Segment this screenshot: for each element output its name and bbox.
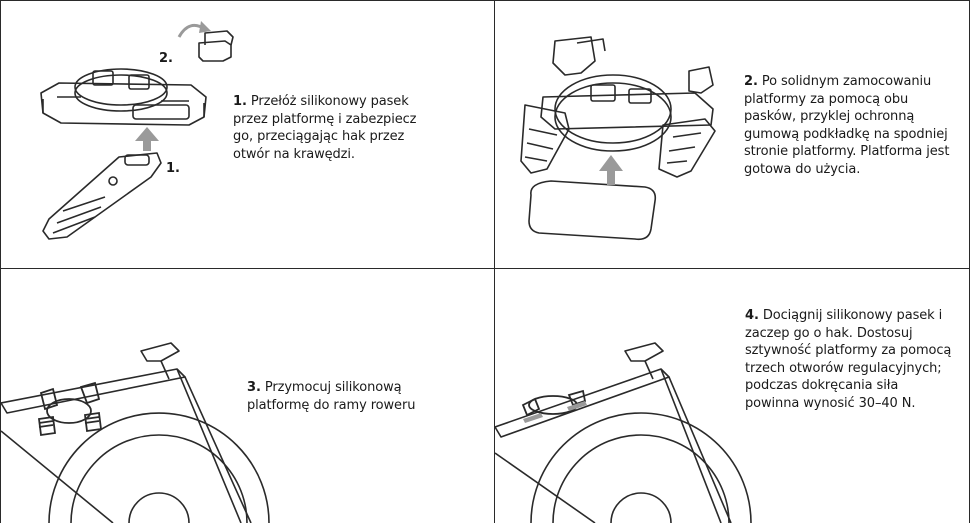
step-1-text: Przełóż silikonowy pasek przez platformę… [233, 94, 416, 162]
step-3-caption: 3. Przymocuj silikonową platformę do ram… [247, 379, 457, 414]
step-3-panel: 3. Przymocuj silikonową platformę do ram… [1, 269, 494, 523]
step-2-number: 2. [744, 74, 758, 89]
step-2-text: Po solidnym zamocowaniu platformy za pom… [744, 74, 949, 177]
step-4-panel: 4. Dociągnij silikonowy pasek i zaczep g… [495, 269, 969, 523]
step-4-text: Dociągnij silikonowy pasek i zaczep go o… [745, 308, 951, 411]
step-2-caption: 2. Po solidnym zamocowaniu platformy za … [744, 73, 954, 178]
step-4-number: 4. [745, 308, 759, 323]
step-1-panel: 2. 1. 1. Przełóż silikonowy pasek przez … [1, 1, 494, 268]
step-1-caption: 1. Przełóż silikonowy pasek przez platfo… [233, 93, 433, 163]
step-3-text: Przymocuj silikonową platformę do ramy r… [247, 380, 415, 413]
step-2-panel: 2. Po solidnym zamocowaniu platformy za … [495, 1, 969, 268]
strap-callout: 1. [166, 161, 180, 176]
step-4-caption: 4. Dociągnij silikonowy pasek i zaczep g… [745, 307, 955, 412]
step-1-number: 1. [233, 94, 247, 109]
step-3-number: 3. [247, 380, 261, 395]
hook-callout: 2. [159, 51, 173, 66]
